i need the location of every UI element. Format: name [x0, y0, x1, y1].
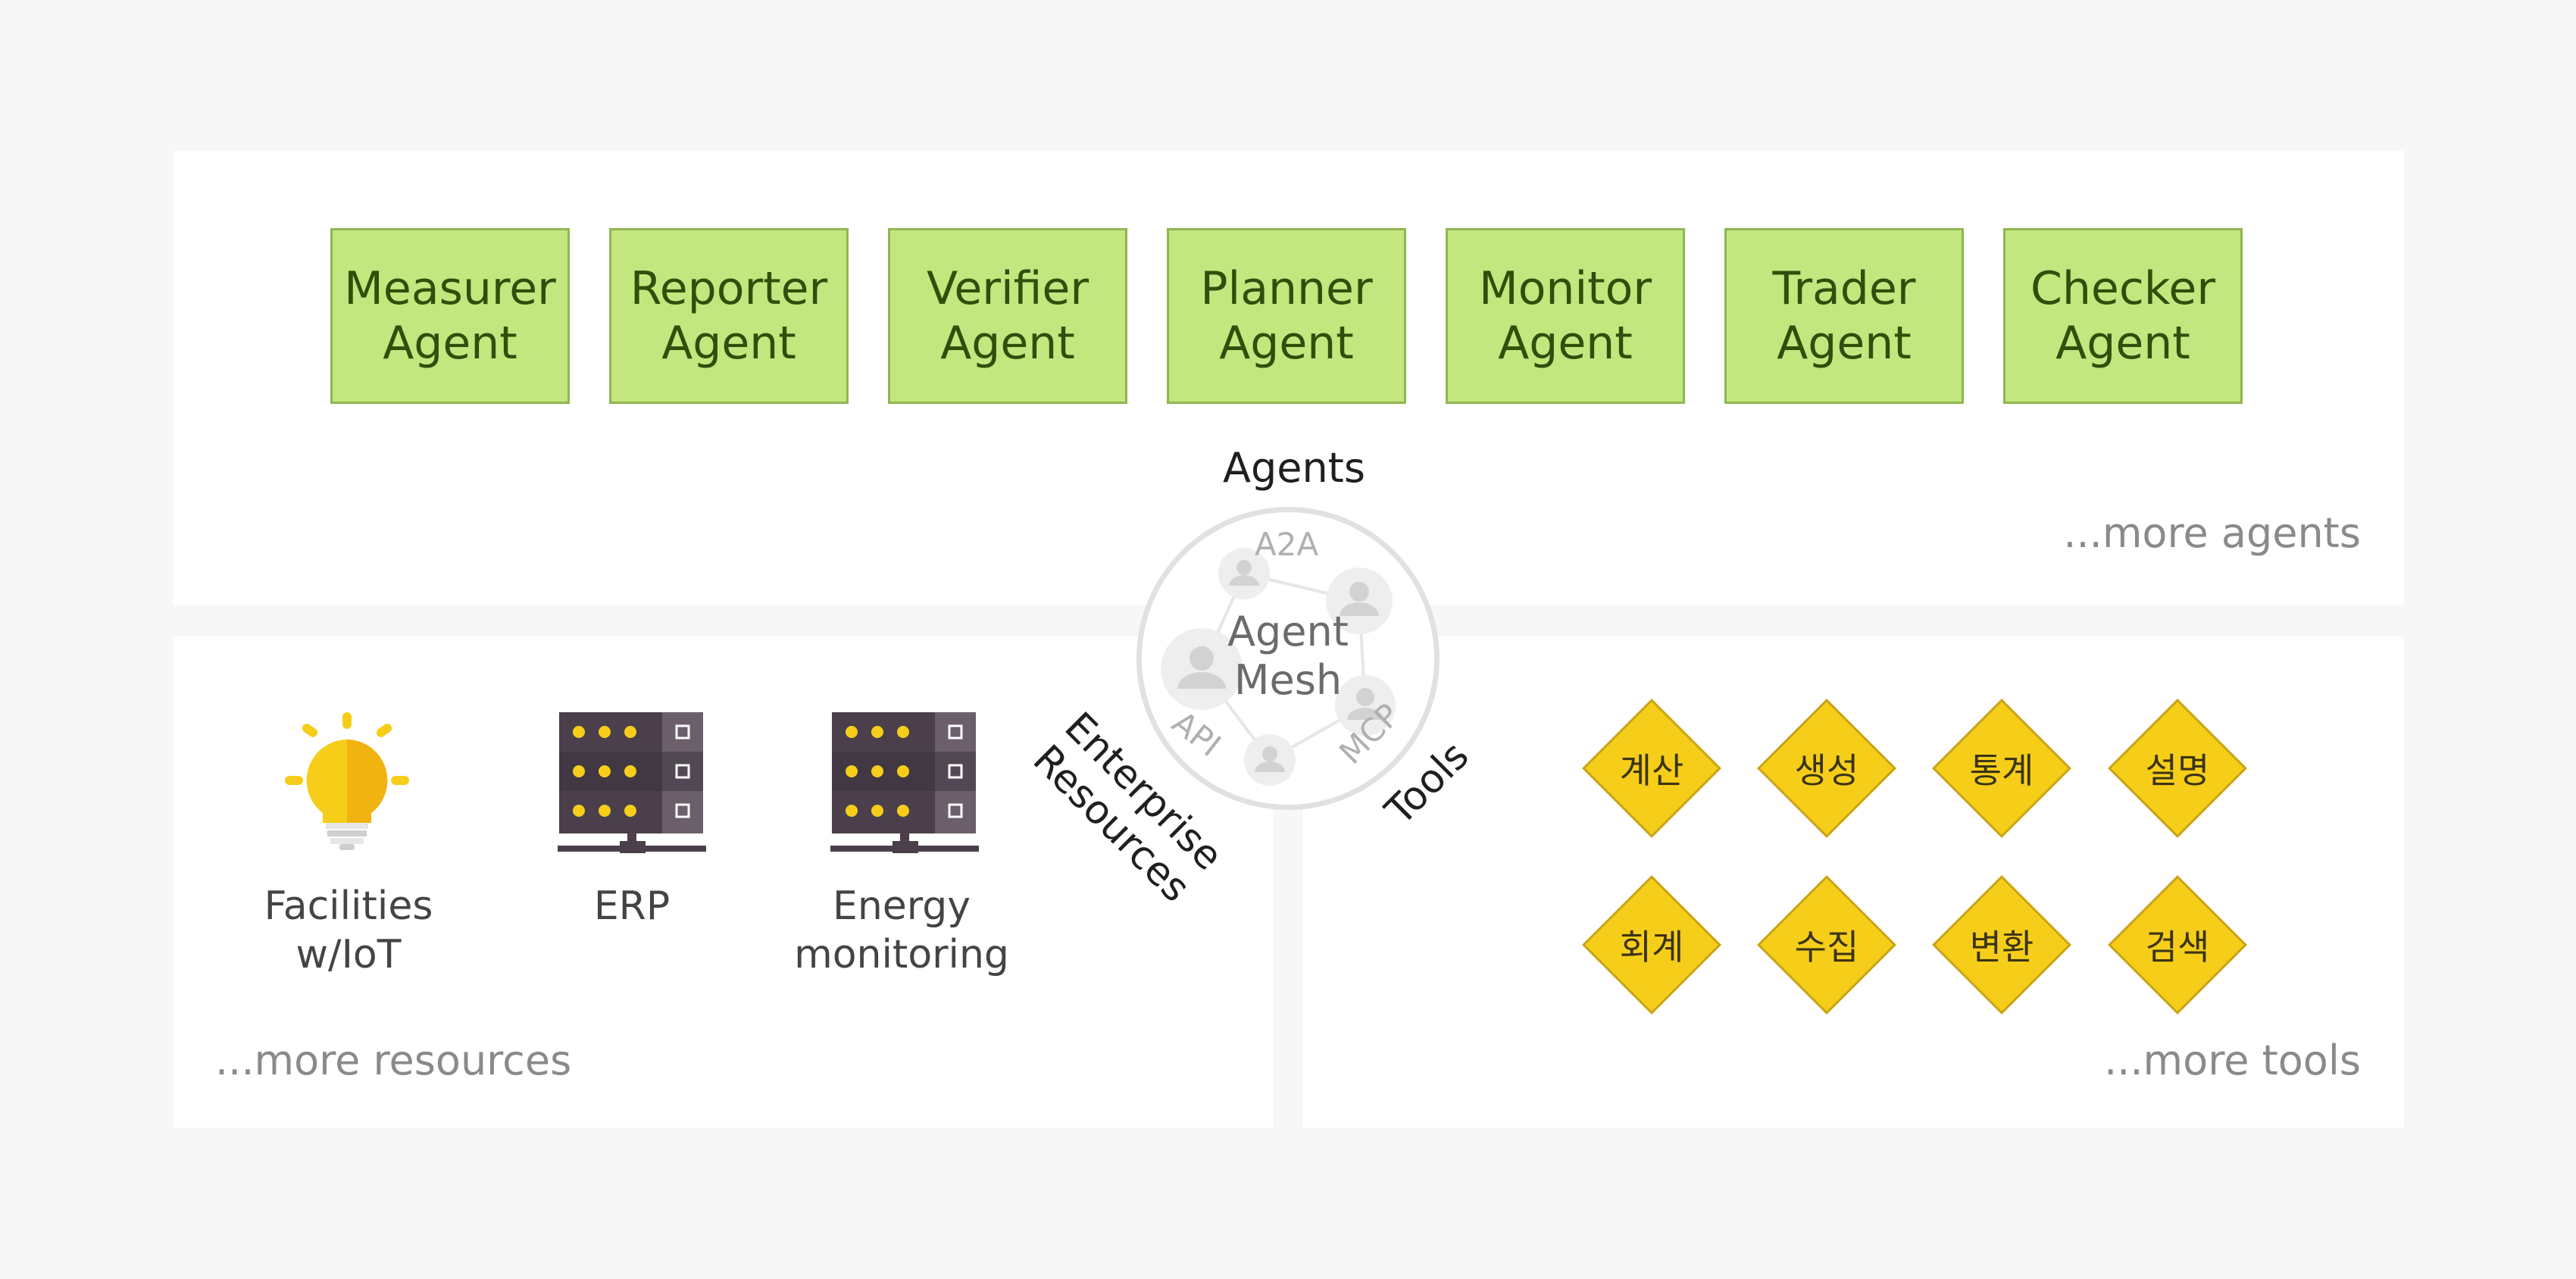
tools-panel [1303, 636, 2404, 1127]
tool-item: 통계 [1931, 698, 2072, 839]
tool-label: 검색 [2145, 927, 2210, 968]
server-icon [558, 712, 706, 853]
resources-panel [173, 636, 1273, 1127]
more-tools-text: ...more tools [2104, 1037, 2361, 1084]
resource-label-energy: Energy monitoring [794, 883, 1009, 977]
tool-label: 수집 [1794, 927, 1859, 968]
tool-label: 계산 [1619, 750, 1684, 791]
tool-label: 회계 [1619, 927, 1684, 968]
server-icon [830, 712, 979, 853]
resource-label-facilities: Facilities w/IoT [264, 883, 433, 977]
tool-item: 검색 [2107, 874, 2248, 1015]
agent-box-reporter: Reporter Agent [609, 228, 849, 404]
mesh-network-graphic [1161, 548, 1396, 786]
tool-label: 통계 [1969, 750, 2034, 791]
tool-item: 회계 [1581, 874, 1722, 1015]
tool-item: 수집 [1756, 874, 1897, 1015]
tool-item: 변환 [1931, 874, 2072, 1015]
tool-label: 설명 [2145, 750, 2210, 791]
agent-box-checker: Checker Agent [2003, 228, 2243, 404]
lightbulb-icon [285, 712, 409, 850]
agent-box-measurer: Measurer Agent [330, 228, 570, 404]
tool-item: 설명 [2107, 698, 2248, 839]
agent-box-monitor: Monitor Agent [1446, 228, 1685, 404]
more-agents-text: ...more agents [2063, 509, 2361, 557]
agents-section-label: Agents [1223, 444, 1365, 492]
tool-item: 생성 [1756, 698, 1897, 839]
agent-box-planner: Planner Agent [1167, 228, 1406, 404]
more-resources-text: ...more resources [215, 1037, 572, 1084]
resource-label-erp: ERP [593, 883, 671, 929]
tool-label: 생성 [1794, 750, 1859, 791]
agent-box-trader: Trader Agent [1724, 228, 1964, 404]
mesh-tag-a2a: A2A [1255, 526, 1319, 563]
agent-box-verifier: Verifier Agent [888, 228, 1127, 404]
tool-item: 계산 [1581, 698, 1722, 839]
agent-mesh-label: Agent Mesh [1227, 608, 1349, 704]
tool-label: 변환 [1969, 927, 2034, 968]
